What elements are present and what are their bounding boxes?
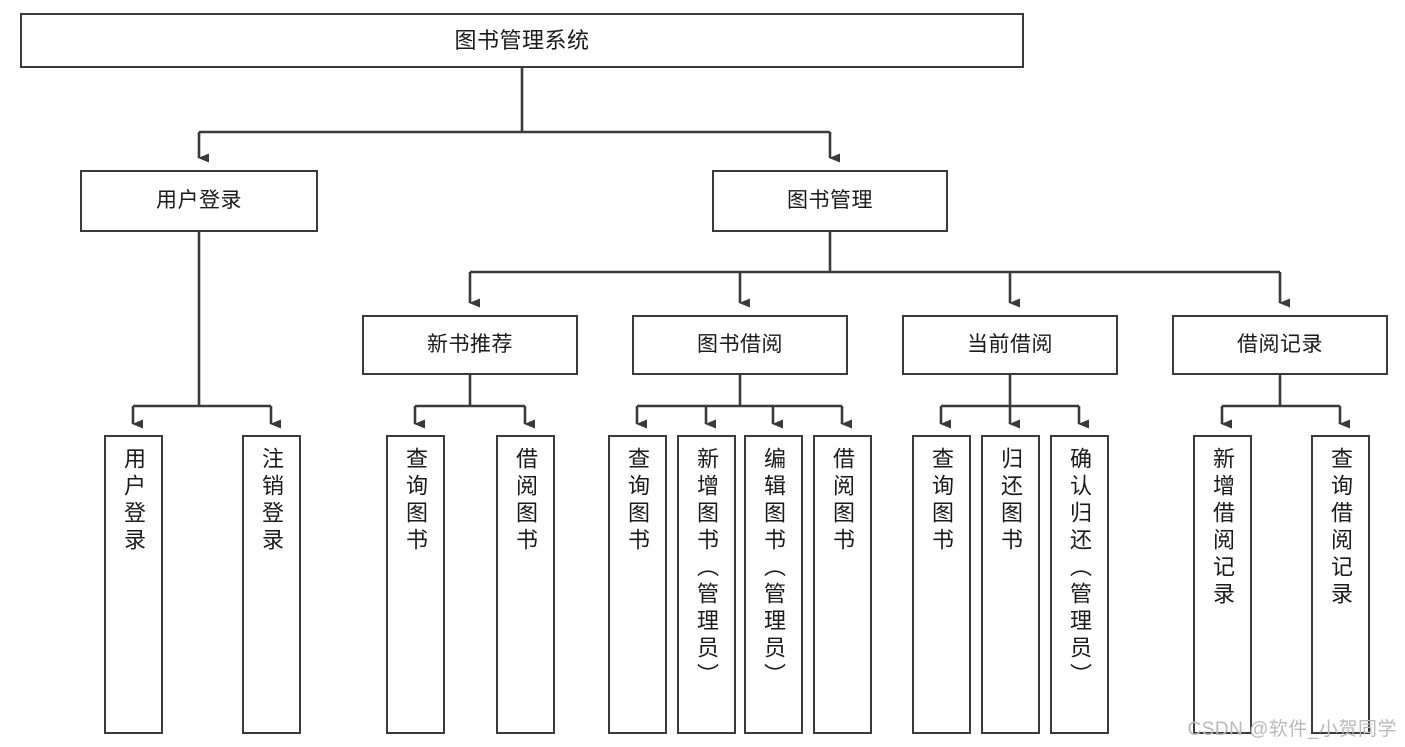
node-label: 用户登录 — [121, 447, 147, 555]
node-label: 用户登录 — [156, 188, 242, 212]
node-label: 新增借阅记录 — [1210, 447, 1236, 609]
node-book-borrow[interactable]: 图书借阅 — [632, 315, 848, 375]
node-label: 查询借阅记录 — [1328, 447, 1354, 609]
node-label: 编辑图书（管理员） — [761, 447, 787, 690]
node-label: 查询图书 — [625, 447, 651, 555]
node-label: 注销登录 — [259, 447, 285, 555]
leaf-new-rec-borrow-book[interactable]: 借阅图书 — [496, 435, 555, 734]
node-label: 归还图书 — [998, 447, 1024, 555]
leaf-borrow-borrow-book[interactable]: 借阅图书 — [813, 435, 872, 734]
leaf-user-login-logout[interactable]: 注销登录 — [242, 435, 301, 734]
node-label: 新书推荐 — [427, 332, 513, 356]
node-label: 新增图书（管理员） — [694, 447, 720, 690]
leaf-borrow-edit-book-admin[interactable]: 编辑图书（管理员） — [744, 435, 803, 734]
node-user-login[interactable]: 用户登录 — [80, 170, 318, 232]
node-label: 图书借阅 — [697, 332, 783, 356]
node-label: 当前借阅 — [967, 332, 1053, 356]
leaf-history-add-record[interactable]: 新增借阅记录 — [1193, 435, 1252, 734]
leaf-user-login-login[interactable]: 用户登录 — [104, 435, 163, 734]
leaf-new-rec-query-book[interactable]: 查询图书 — [386, 435, 445, 734]
node-label: 图书管理系统 — [454, 27, 590, 53]
node-label: 图书管理 — [787, 188, 873, 212]
node-borrow-history[interactable]: 借阅记录 — [1172, 315, 1388, 375]
node-label: 借阅图书 — [830, 447, 856, 555]
leaf-borrow-add-book-admin[interactable]: 新增图书（管理员） — [677, 435, 736, 734]
node-book-management[interactable]: 图书管理 — [712, 170, 948, 232]
node-label: 借阅图书 — [513, 447, 539, 555]
node-new-book-recommend[interactable]: 新书推荐 — [362, 315, 578, 375]
node-label: 查询图书 — [929, 447, 955, 555]
csdn-watermark: CSDN @软件_小贺同学 — [1187, 719, 1397, 740]
node-label: 借阅记录 — [1237, 332, 1323, 356]
leaf-borrow-query-book[interactable]: 查询图书 — [608, 435, 667, 734]
leaf-current-return-book[interactable]: 归还图书 — [981, 435, 1040, 734]
node-current-borrow[interactable]: 当前借阅 — [902, 315, 1118, 375]
leaf-history-query-record[interactable]: 查询借阅记录 — [1311, 435, 1370, 734]
node-label: 确认归还（管理员） — [1067, 447, 1093, 690]
node-label: 查询图书 — [403, 447, 429, 555]
leaf-current-confirm-return-admin[interactable]: 确认归还（管理员） — [1050, 435, 1109, 734]
leaf-current-query-book[interactable]: 查询图书 — [912, 435, 971, 734]
node-root-system[interactable]: 图书管理系统 — [20, 13, 1024, 68]
